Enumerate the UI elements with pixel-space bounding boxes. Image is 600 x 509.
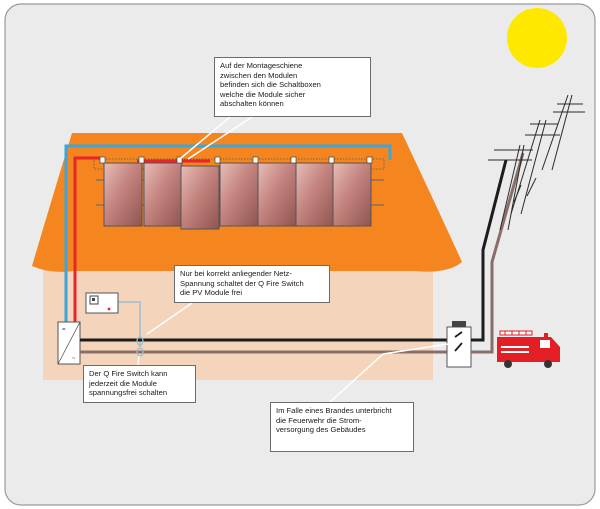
leader-fire-switch [137,355,140,366]
switch-boxes [99,156,373,164]
leader-grid-voltage [146,302,193,335]
leader-fire-brigade [329,342,456,403]
dc-positive-line [73,156,100,322]
pv-module [219,162,259,227]
callout-grid-voltage: Nur bei korrekt anliegender Netz- Spannu… [174,265,330,303]
callout-leaders [137,116,456,403]
pv-module [332,162,372,227]
q-fire-switch-box [85,292,119,314]
callout-fire-brigade: Im Falle eines Brandes unterbricht die F… [270,402,414,452]
power-pylons [488,94,585,231]
svg-text:~: ~ [72,356,76,362]
pv-module [257,162,297,227]
leader-mounting-rail [180,116,253,160]
inverter: = ~ [57,321,81,365]
pv-module [143,162,183,227]
fire-truck [497,330,560,368]
sun [507,8,567,68]
main-disconnect-switch [446,321,472,368]
pv-module [103,162,143,227]
pv-module [180,165,220,230]
svg-text:=: = [62,327,66,333]
grid-neutral-line [471,152,525,354]
dc-return-line [64,144,392,322]
pv-modules [103,162,372,230]
callout-fire-switch: Der Q Fire Switch kann jederzeit die Mod… [83,365,196,403]
pv-module [295,162,335,227]
callout-mounting-rail: Auf der Montageschiene zwischen den Modu… [214,57,371,117]
line-clamps [136,336,144,357]
grid-feed-line [471,159,508,342]
